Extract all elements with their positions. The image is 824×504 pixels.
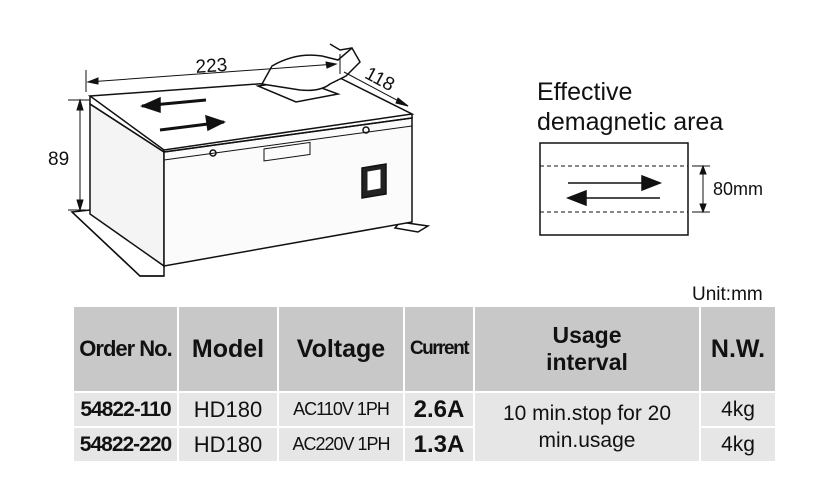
header-order-no: Order No. — [72, 305, 179, 393]
header-usage-line1: Usage — [552, 322, 622, 348]
header-usage-interval: Usage interval — [473, 305, 701, 393]
cell-model: HD180 — [177, 426, 279, 463]
spec-table-header-row: Order No. Model Voltage Current Usage in… — [72, 305, 777, 393]
cell-voltage: AC110V 1PH — [277, 391, 405, 428]
header-voltage: Voltage — [277, 305, 405, 393]
spec-table: Order No. Model Voltage Current Usage in… — [72, 305, 777, 463]
cell-current: 2.6A — [403, 391, 475, 428]
cell-order-no: 54822-110 — [72, 391, 179, 428]
cell-current: 1.3A — [403, 426, 475, 463]
dim-effective-width: 80mm — [713, 179, 763, 199]
cell-usage-interval: 10 min.stop for 20 min.usage — [473, 391, 701, 463]
effective-area-title-line2: demagnetic area — [537, 108, 724, 136]
cell-nw: 4kg — [699, 391, 777, 428]
header-current: Current — [403, 305, 475, 393]
header-usage-line2: interval — [546, 349, 628, 375]
effective-area-title-line1: Effective — [537, 78, 633, 106]
header-nw: N.W. — [699, 305, 777, 393]
base-plate-right — [393, 221, 431, 233]
table-row: 54822-110 HD180 AC110V 1PH 2.6A 10 min.s… — [72, 391, 777, 463]
effective-area-title: Effective demagnetic area — [537, 77, 723, 137]
header-model: Model — [177, 305, 279, 393]
table-row: 54822-220 HD180 AC220V 1PH 1.3A 4kg — [72, 426, 777, 463]
dim-height: 89 — [48, 149, 69, 170]
effective-area-box — [539, 142, 689, 236]
cell-nw: 4kg — [699, 426, 777, 463]
cell-voltage: AC220V 1PH — [277, 426, 405, 463]
unit-label: Unit:mm — [692, 284, 763, 305]
cell-model: HD180 — [177, 391, 279, 428]
dim-length: 223 — [195, 55, 228, 78]
cell-order-no: 54822-220 — [72, 426, 179, 463]
